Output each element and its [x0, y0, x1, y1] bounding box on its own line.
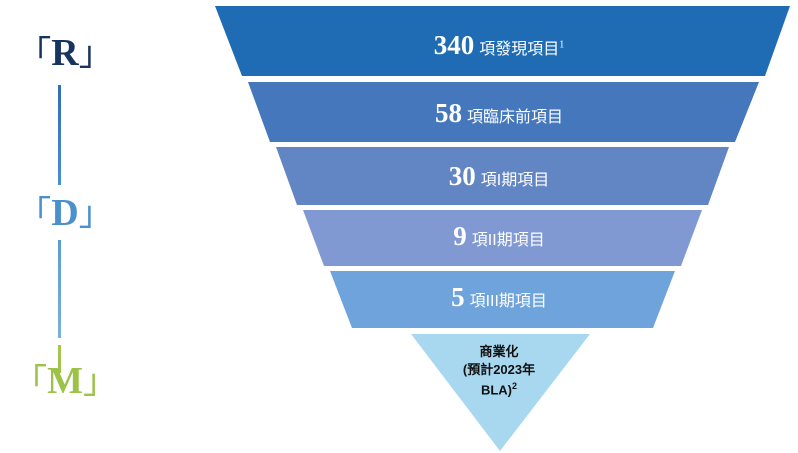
- funnel-band-shape: [276, 147, 729, 205]
- rdm-letter-d: D: [51, 192, 79, 234]
- rdm-label-research: 「R」: [0, 34, 130, 72]
- funnel-terminal-shape: [411, 334, 590, 451]
- rdm-connector-d-to-m: [58, 240, 61, 338]
- rdm-label-development: 「D」: [0, 194, 130, 232]
- bracket-open-icon: 「: [13, 364, 48, 401]
- rdm-letter-m: M: [47, 360, 83, 402]
- rdm-label-manufacturing: 「M」: [0, 362, 130, 400]
- funnel-band-shape: [303, 210, 702, 266]
- rdm-rail: 「R」 「D」 「M」: [0, 0, 200, 453]
- rdm-connector-r-to-d: [58, 85, 61, 185]
- rdm-connector-m-stub: [58, 345, 61, 373]
- bracket-close-icon: 」: [78, 36, 113, 73]
- bracket-close-icon: 」: [82, 364, 117, 401]
- bracket-close-icon: 」: [78, 196, 113, 233]
- bracket-open-icon: 「: [17, 36, 52, 73]
- funnel-band-shape: [215, 6, 790, 76]
- rdm-letter-r: R: [51, 32, 79, 74]
- funnel-band-shape: [248, 82, 759, 142]
- funnel-band-shape: [330, 271, 675, 328]
- bracket-open-icon: 「: [17, 196, 52, 233]
